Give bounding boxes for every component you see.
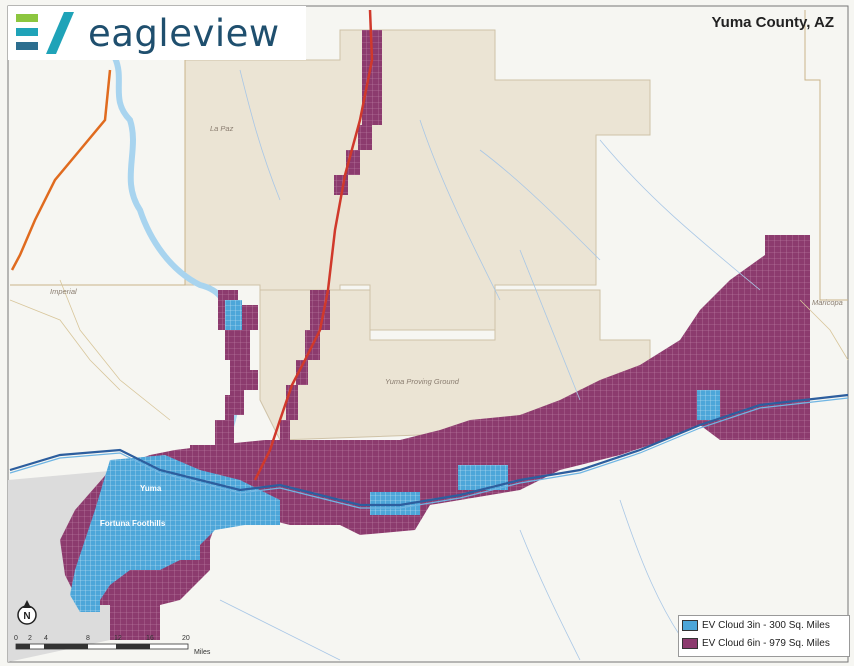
svg-text:N: N xyxy=(23,611,30,622)
legend-label-3in: EV Cloud 3in - 300 Sq. Miles xyxy=(702,619,830,631)
scale-tick-2: 2 xyxy=(28,635,32,642)
county-boundary-east xyxy=(804,10,848,301)
eagleview-wordmark: eagleview xyxy=(88,11,280,55)
map-title: Yuma County, AZ xyxy=(711,14,834,31)
label-yuma: Yuma xyxy=(140,484,162,493)
map-frame xyxy=(7,5,849,663)
ev-cloud-3in-coverage xyxy=(70,300,720,612)
washes xyxy=(219,69,761,661)
scale-bar: 0 2 4 8 12 16 20 Miles xyxy=(14,632,214,662)
label-imperial: Imperial xyxy=(50,287,77,296)
label-maricopa: Maricopa xyxy=(812,298,843,307)
interstate-8-edge xyxy=(9,397,849,509)
scale-unit: Miles xyxy=(194,649,211,656)
legend: EV Cloud 3in - 300 Sq. Miles EV Cloud 6i… xyxy=(678,615,850,657)
minor-roads xyxy=(9,279,849,421)
scale-tick-4: 4 xyxy=(44,635,48,642)
legend-swatch-6in xyxy=(682,637,698,649)
scale-tick-20: 20 xyxy=(182,635,190,642)
highway-west xyxy=(10,69,112,271)
legend-item-6in: EV Cloud 6in - 979 Sq. Miles xyxy=(682,634,849,652)
legend-label-6in: EV Cloud 6in - 979 Sq. Miles xyxy=(702,637,830,649)
scale-tick-0: 0 xyxy=(14,635,18,642)
scale-tick-8: 8 xyxy=(86,635,90,642)
label-la-paz: La Paz xyxy=(210,124,234,133)
scale-tick-12: 12 xyxy=(114,635,122,642)
county-boundary xyxy=(10,60,186,286)
legend-item-3in: EV Cloud 3in - 300 Sq. Miles xyxy=(682,616,849,634)
eagleview-mark-icon xyxy=(16,12,74,54)
legend-swatch-3in xyxy=(682,619,698,631)
interstate-8 xyxy=(9,393,849,507)
proving-ground xyxy=(259,289,651,441)
label-proving-ground: Yuma Proving Ground xyxy=(385,377,459,386)
eagleview-logo: eagleview xyxy=(8,6,306,60)
label-east-yuma: Fortuna Foothills xyxy=(100,519,166,528)
north-arrow-icon: N xyxy=(17,600,37,625)
scale-tick-16: 16 xyxy=(146,635,154,642)
highway-95 xyxy=(253,9,374,481)
